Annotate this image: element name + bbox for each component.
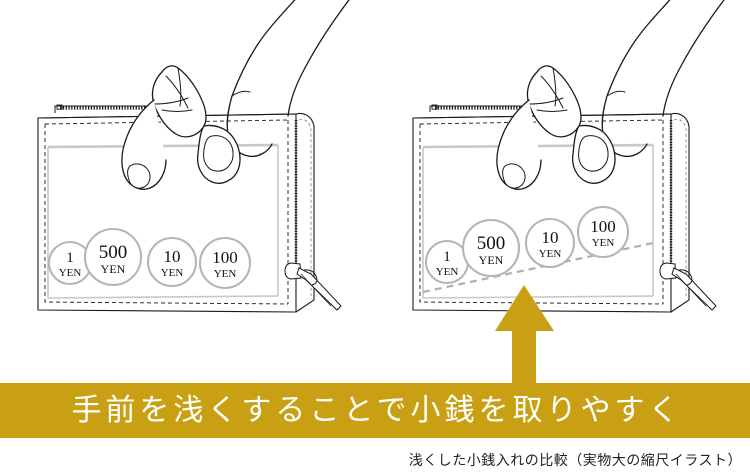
coin-500-yen: 500 YEN — [461, 218, 521, 278]
coin-unit: YEN — [479, 253, 504, 267]
hand-illustration — [496, 0, 725, 190]
coin-unit: YEN — [436, 266, 459, 278]
coin-compartment-sides — [47, 145, 279, 299]
figure-caption: 浅くした小銭入れの比較（実物大の縮尺イラスト） — [408, 454, 742, 469]
coin-unit: YEN — [539, 248, 562, 260]
coin-10-yen: 10 YEN — [524, 217, 576, 269]
wallet-side-gusset — [295, 112, 315, 313]
coin-group-left: 1 YEN 500 YEN 10 YEN 100 YEN — [47, 227, 252, 290]
upward-arrow — [495, 285, 554, 385]
coin-unit: YEN — [592, 237, 615, 249]
zipper-pull — [659, 262, 717, 311]
coin-denomination: 500 — [99, 242, 128, 263]
coin-100-yen: 100 YEN — [576, 205, 630, 259]
coin-denomination: 1 — [443, 249, 451, 265]
wallet-illustration-left: 1 YEN 500 YEN 10 YEN 100 YEN — [0, 0, 375, 380]
wallet-rear-panel — [54, 105, 175, 113]
coin-denomination: 100 — [212, 248, 238, 267]
coin-10-yen: 10 YEN — [146, 236, 198, 288]
wallet-side-gusset — [670, 112, 690, 313]
wallet-illustration-right: 1 YEN 500 YEN 10 YEN 100 YEN — [375, 0, 750, 380]
coin-unit: YEN — [214, 268, 237, 280]
coin-compartment-sides — [422, 145, 654, 299]
coin-group-right: 1 YEN 500 YEN 10 YEN 100 YEN — [424, 205, 630, 285]
coin-unit: YEN — [101, 262, 126, 276]
coin-denomination: 500 — [477, 233, 506, 254]
wallet-rear-panel — [429, 105, 550, 112]
coin-unit: YEN — [161, 267, 184, 279]
coin-denomination: 100 — [590, 217, 616, 236]
gold-banner: 手前を浅くすることで小銭を取りやすく — [0, 383, 750, 438]
zipper-pull — [284, 262, 342, 311]
hand-illustration — [121, 0, 350, 190]
coin-unit: YEN — [59, 267, 82, 279]
coin-1-yen: 1 YEN — [47, 240, 93, 286]
coin-100-yen: 100 YEN — [198, 236, 252, 290]
coin-500-yen: 500 YEN — [83, 227, 143, 287]
coin-1-yen: 1 YEN — [424, 239, 470, 285]
coin-denomination: 1 — [66, 250, 74, 266]
banner-headline: 手前を浅くすることで小銭を取りやすく — [71, 393, 683, 427]
coin-denomination: 10 — [542, 228, 559, 247]
coin-denomination: 10 — [164, 247, 181, 266]
